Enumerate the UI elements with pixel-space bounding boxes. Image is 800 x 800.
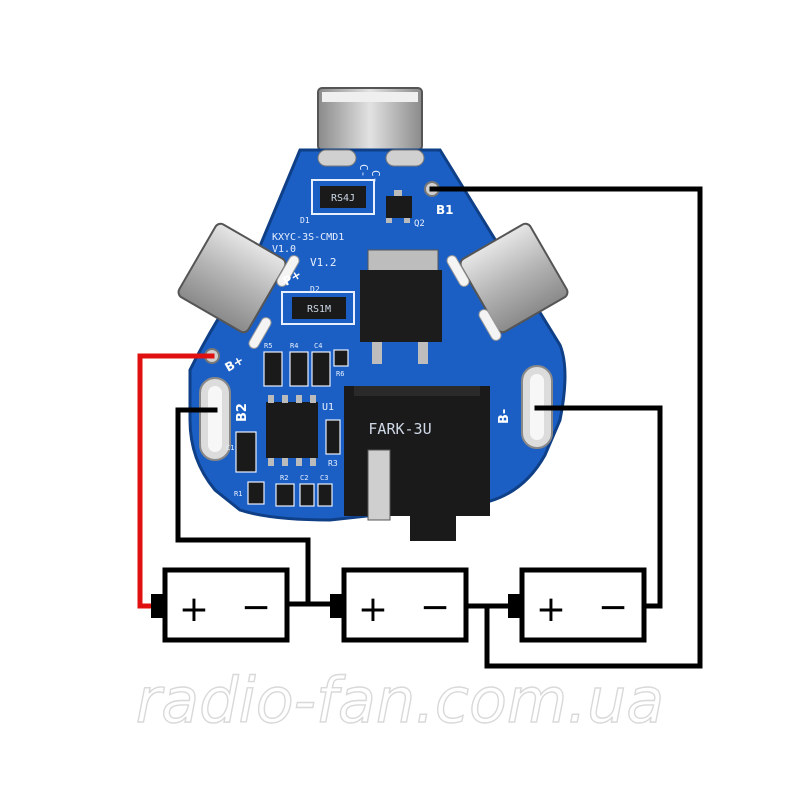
silk-version2: V1.2 bbox=[310, 256, 337, 269]
pcb-board: RS4J RS1M FARK-3U bbox=[177, 87, 569, 541]
mosfet-u3: FARK-3U bbox=[344, 386, 490, 541]
wire-b1 bbox=[429, 186, 703, 669]
diode-d2: RS1M bbox=[281, 291, 355, 325]
chip-d1-label: RS4J bbox=[331, 193, 355, 204]
silk-u1: U1 bbox=[322, 402, 334, 413]
battery-cell-1: + − bbox=[151, 567, 290, 643]
silk-c3: C3 bbox=[320, 474, 328, 482]
silk-r2: R2 bbox=[280, 474, 288, 482]
terminal-left bbox=[177, 222, 287, 334]
silk-c2: C2 bbox=[300, 474, 308, 482]
silk-b1: B1 bbox=[436, 203, 454, 217]
wire-b2 bbox=[175, 407, 311, 607]
battery-cell-2: + − bbox=[330, 567, 469, 643]
transistor-q2 bbox=[386, 190, 412, 223]
silk-r3: R3 bbox=[328, 459, 338, 468]
diode-d1: RS4J bbox=[311, 179, 375, 215]
silk-version: V1.0 bbox=[272, 244, 296, 255]
smd-passives bbox=[235, 349, 349, 507]
terminal-right bbox=[459, 222, 569, 334]
silk-c-minus-1: C- bbox=[357, 164, 370, 177]
silk-c-minus-2: C- bbox=[369, 170, 382, 183]
silk-d2: D2 bbox=[310, 285, 320, 294]
chip-d2-label: RS1M bbox=[307, 304, 331, 315]
ic-u1 bbox=[266, 395, 318, 466]
silk-c1: C1 bbox=[226, 444, 234, 452]
silk-c4: C4 bbox=[314, 342, 322, 350]
battery-3-minus: − bbox=[598, 587, 628, 628]
silk-r1: R1 bbox=[234, 490, 242, 498]
silk-b2: B2 bbox=[235, 403, 250, 422]
battery-1-minus: − bbox=[241, 587, 271, 628]
silk-q2: Q2 bbox=[414, 219, 425, 229]
wire-b-plus-red bbox=[137, 353, 215, 609]
watermark-text: radio-fan.com.ua bbox=[136, 664, 665, 737]
silk-model: KXYC-3S-CMD1 bbox=[272, 232, 344, 243]
silk-r6: R6 bbox=[336, 370, 344, 378]
battery-3-plus: + bbox=[536, 589, 566, 630]
terminal-top bbox=[317, 87, 423, 151]
wire-b-minus bbox=[534, 405, 663, 609]
mosfet-top bbox=[360, 249, 442, 364]
silk-r5: R5 bbox=[264, 342, 272, 350]
battery-2-minus: − bbox=[420, 587, 450, 628]
chip-u3-label: FARK-3U bbox=[368, 420, 431, 438]
wires bbox=[137, 186, 703, 669]
battery-2-plus: + bbox=[358, 589, 388, 630]
battery-cell-3: + − bbox=[508, 567, 647, 643]
battery-1-plus: + bbox=[179, 589, 209, 630]
silk-b-minus: B- bbox=[497, 409, 512, 424]
silk-d1: D1 bbox=[300, 216, 310, 225]
silk-r4: R4 bbox=[290, 342, 298, 350]
